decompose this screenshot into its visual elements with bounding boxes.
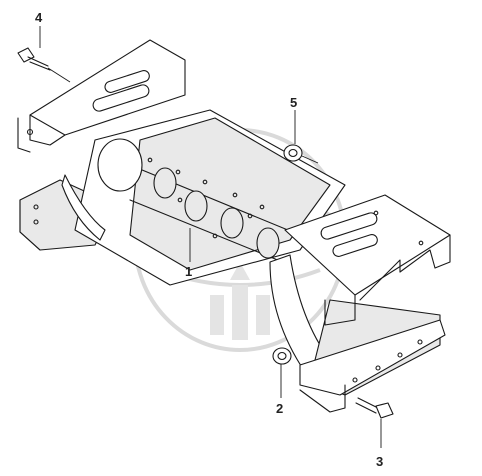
lower-right-bracket (269, 254, 446, 413)
callout-4: 4 (35, 10, 43, 25)
callout-5: 5 (290, 95, 297, 110)
nut-2 (272, 347, 292, 365)
bolt-4 (17, 47, 71, 83)
nut-5 (283, 144, 319, 164)
upper-right-bracket (284, 194, 451, 326)
bolt-3 (355, 397, 394, 419)
main-frame-body (61, 109, 346, 286)
upper-left-bracket (17, 39, 186, 153)
callout-3: 3 (376, 454, 383, 469)
callout-1: 1 (185, 264, 192, 279)
callout-2: 2 (276, 401, 283, 416)
